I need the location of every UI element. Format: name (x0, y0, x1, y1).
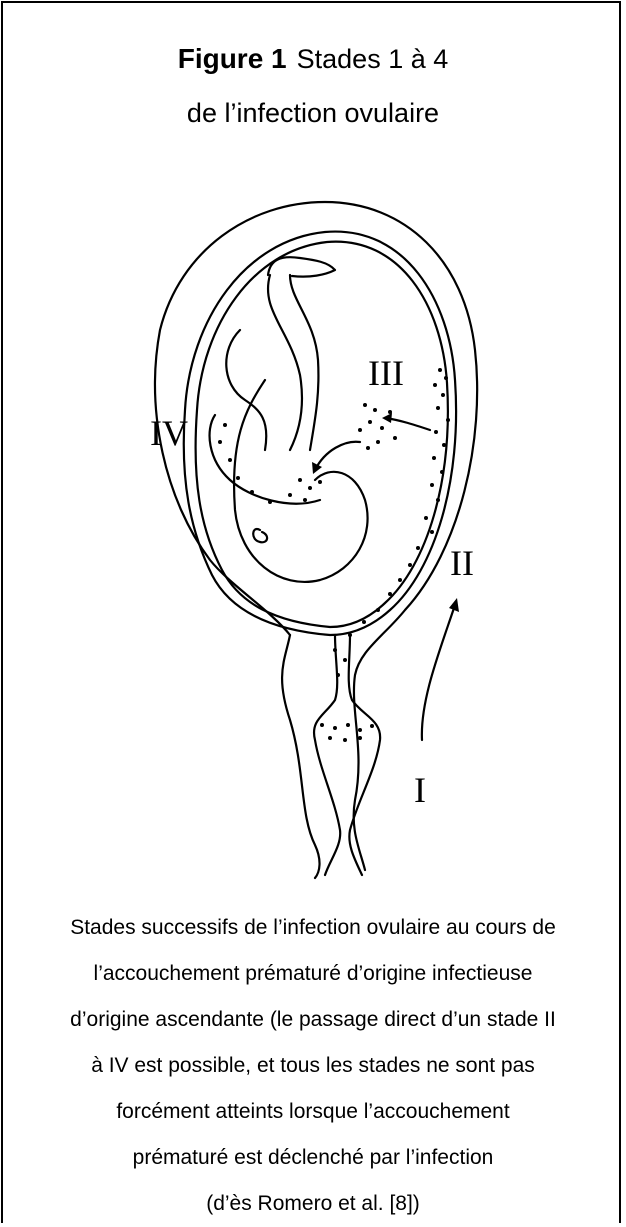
cervical-canal-right (349, 635, 380, 875)
caption-line: (d’ès Romero et al. [8]) (10, 1181, 616, 1227)
caption-line: d’origine ascendante (le passage direct … (10, 997, 616, 1043)
caption-line: forcément atteints lorsque l’accouchemen… (10, 1089, 616, 1135)
arrowhead-ii (449, 598, 459, 612)
cervical-canal-left (314, 635, 340, 875)
arrow-stage-iii-to-iv (315, 442, 360, 470)
arrow-stage-i-to-ii (422, 605, 455, 740)
stage-label-ii: II (450, 543, 474, 583)
stage-label-i: I (414, 770, 426, 810)
arrowhead-iv (312, 462, 322, 474)
fetus-leg (268, 275, 318, 450)
caption-line: l’accouchement prématuré d’origine infec… (10, 951, 616, 997)
figure-number: Figure 1 (178, 43, 287, 74)
caption-line: à IV est possible, et tous les stades ne… (10, 1043, 616, 1089)
figure-caption: Stades successifs de l’infection ovulair… (10, 905, 616, 1227)
caption-line: prématuré est déclenché par l’infection (10, 1135, 616, 1181)
fetus-ear (253, 529, 267, 542)
stage-label-iii: III (368, 353, 404, 393)
uterus-infection-diagram: I II III IV (150, 180, 480, 880)
uterine-wall-outer (155, 202, 477, 870)
figure-title: Figure 1 Stades 1 à 4 de l’infection ovul… (0, 42, 626, 130)
fetus-foot (268, 257, 335, 276)
amniotic-membrane-inner (196, 242, 448, 627)
arrow-stage-ii-to-iii (385, 418, 430, 430)
fetus-back (226, 330, 266, 450)
arrowhead-iii (382, 413, 392, 423)
caption-line: Stades successifs de l’infection ovulair… (10, 905, 616, 951)
figure-title-part2: de l’infection ovulaire (0, 96, 626, 130)
figure-title-part1: Stades 1 à 4 (297, 44, 449, 74)
uterine-wall-outer-left (282, 635, 319, 878)
stage-label-iv: IV (150, 413, 188, 453)
